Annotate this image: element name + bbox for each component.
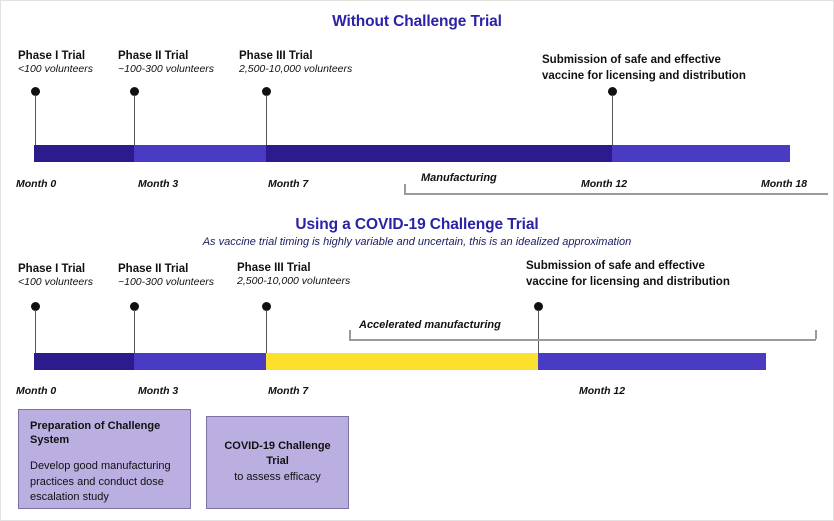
chart2-bar-segment-challenge	[266, 353, 538, 370]
info-box-preparation-title-line1: Preparation of Challenge	[30, 420, 161, 432]
chart2-bar-segment-distribution	[538, 353, 766, 370]
chart2-month7: Month 7	[268, 385, 309, 397]
chart1-phase2-sub: ~100-300 volunteers	[118, 63, 215, 76]
chart2-title: Using a COVID-19 Challenge Trial	[295, 216, 539, 233]
chart2-marker-dot-month3	[130, 302, 139, 311]
chart1-marker-dot-month3	[130, 87, 139, 96]
chart2-month0: Month 0	[16, 385, 57, 397]
info-box-preparation: Preparation of Challenge System Develop …	[18, 409, 191, 509]
chart1-bracket-line	[404, 193, 828, 195]
chart1-bar-segment-phase3	[266, 145, 612, 162]
chart1-marker-stem-month7	[265, 95, 268, 145]
chart1-phase3-title: Phase III Trial	[239, 50, 313, 62]
chart1-bar-segment-phase2	[134, 145, 266, 162]
info-box-preparation-body: Develop good manufacturing practices and…	[30, 459, 171, 504]
info-box-preparation-title-line2: System	[30, 434, 70, 447]
chart2-bracket-line	[349, 339, 816, 341]
chart1-submission-line1: Submission of safe and effective	[542, 54, 721, 66]
chart2-bracket-label: Accelerated manufacturing	[359, 319, 501, 331]
chart2-phase1-title: Phase I Trial	[18, 263, 86, 275]
chart2-month3: Month 3	[138, 385, 179, 397]
chart1-bar-segment-distribution	[612, 145, 790, 162]
chart2-marker-dot-month0	[31, 302, 40, 311]
chart2-phase3-title: Phase III Trial	[237, 262, 311, 274]
chart1-phase2-title: Phase II Trial	[118, 50, 189, 62]
chart1-month12: Month 12	[581, 178, 628, 190]
chart2-phase2-sub: ~100-300 volunteers	[118, 276, 215, 289]
chart1-submission-line2: vaccine for licensing and distribution	[542, 69, 746, 82]
chart1-month18: Month 18	[761, 178, 808, 190]
chart1-phase3-sub: 2,500-10,000 volunteers	[239, 63, 353, 76]
chart2-submission-line2: vaccine for licensing and distribution	[526, 275, 730, 288]
chart2-phase2-label: Phase II Trial ~100-300 volunteers	[118, 263, 214, 290]
chart2-marker-dot-month7	[262, 302, 271, 311]
chart1-month7: Month 7	[268, 178, 309, 190]
info-box-challenge-trial-title-line1: COVID-19 Challenge	[224, 440, 331, 453]
chart2-phase3-label: Phase III Trial 2,500-10,000 volunteers	[237, 262, 350, 289]
chart1-phase1-label: Phase I Trial <100 volunteers	[18, 50, 93, 77]
chart2-marker-stem-month12	[537, 310, 540, 354]
chart2-phase3-sub: 2,500-10,000 volunteers	[237, 275, 351, 288]
chart1-bar-segment-phase1	[34, 145, 134, 162]
chart1-month0: Month 0	[16, 178, 57, 190]
info-box-challenge-trial: COVID-19 Challenge Trial to assess effic…	[206, 416, 349, 509]
chart2-submission-line1: Submission of safe and effective	[526, 260, 705, 272]
chart1-bracket-label: Manufacturing	[421, 172, 497, 184]
chart1-marker-stem-month0	[34, 95, 37, 145]
chart1-phase1-sub: <100 volunteers	[18, 63, 94, 76]
chart2-bar-segment-phase2	[134, 353, 266, 370]
chart2-marker-stem-month0	[34, 310, 37, 354]
chart1-phase1-title: Phase I Trial	[18, 50, 86, 62]
chart1-marker-dot-month0	[31, 87, 40, 96]
chart1-marker-stem-month12	[611, 95, 614, 145]
chart2-subtitle: As vaccine trial timing is highly variab…	[202, 236, 632, 248]
chart2-marker-stem-month7	[265, 310, 268, 354]
chart2-bar-segment-phase1	[34, 353, 134, 370]
chart2-marker-stem-month3	[133, 310, 136, 354]
chart1-phase3-label: Phase III Trial 2,500-10,000 volunteers	[239, 50, 352, 77]
chart2-phase1-label: Phase I Trial <100 volunteers	[18, 263, 93, 290]
chart2-month12: Month 12	[579, 385, 626, 397]
chart2-bracket-tick-left	[349, 330, 351, 339]
chart1-submission-label: Submission of safe and effective vaccine…	[542, 53, 746, 84]
chart1-title: Without Challenge Trial	[332, 13, 502, 30]
chart1-bracket-tick-left	[404, 184, 406, 193]
chart1-marker-dot-month12	[608, 87, 617, 96]
chart1-marker-dot-month7	[262, 87, 271, 96]
chart2-submission-label: Submission of safe and effective vaccine…	[526, 259, 730, 290]
info-box-challenge-trial-body: to assess efficacy	[234, 470, 321, 483]
chart1-phase2-label: Phase II Trial ~100-300 volunteers	[118, 50, 214, 77]
chart1-month3: Month 3	[138, 178, 179, 190]
chart2-bracket-tick-right	[815, 330, 817, 339]
chart1-marker-stem-month3	[133, 95, 136, 145]
chart2-marker-dot-month12	[534, 302, 543, 311]
chart2-phase1-sub: <100 volunteers	[18, 276, 94, 289]
chart2-phase2-title: Phase II Trial	[118, 263, 189, 275]
info-box-challenge-trial-title-line2: Trial	[266, 454, 289, 467]
